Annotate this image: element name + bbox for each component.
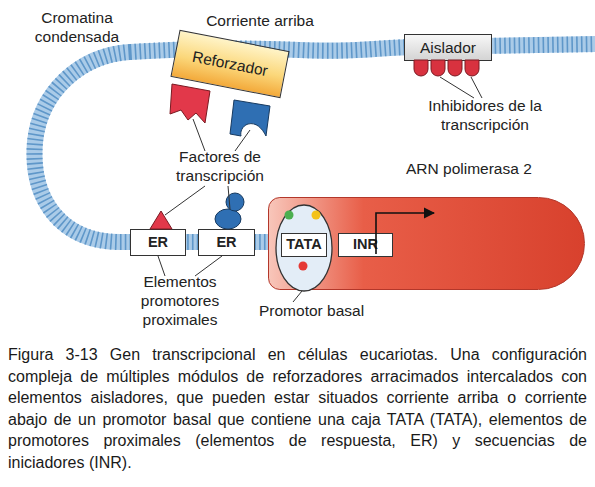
annotation-label: Cromatina condensada — [18, 8, 136, 46]
node-label: ER — [199, 230, 254, 255]
annotation-label: Factores de transcripción — [158, 147, 282, 185]
transcription-factor — [150, 211, 172, 229]
leader-line — [193, 119, 205, 151]
node-label: Promotor basal — [259, 302, 364, 321]
node-label: ER — [131, 230, 185, 255]
node-label: TATA — [282, 234, 326, 256]
tata-box: TATA — [281, 233, 327, 257]
factor-dot — [285, 211, 294, 220]
node-label: ARN polimerasa 2 — [406, 160, 532, 179]
leader-line — [293, 291, 302, 302]
node-label: Aislador — [405, 35, 491, 60]
transcription-factor — [170, 84, 210, 123]
node-label: INR — [339, 234, 392, 256]
leader-line — [195, 256, 222, 276]
polymerase-shape: ARN polimerasa 2Promotor basalTATAINR — [268, 197, 585, 290]
inhibitor-symbol — [414, 60, 428, 76]
factor-dot — [299, 262, 308, 271]
inhibitor-symbol — [431, 60, 445, 76]
transcription-factor — [215, 209, 241, 229]
transcription-arrow — [376, 213, 434, 254]
leader-line — [165, 186, 205, 215]
figure-caption: Figura 3-13 Gen transcripcional en célul… — [8, 344, 587, 473]
leader-line — [158, 256, 165, 276]
inhibitor-symbol — [448, 60, 462, 76]
basal-promoter-oval: Promotor basalTATA — [275, 204, 333, 292]
leader-line — [235, 130, 250, 151]
oval-outline — [276, 205, 332, 291]
annotation-label: Corriente arriba — [190, 11, 330, 30]
inhibitor-symbol — [465, 60, 479, 76]
leader-line — [440, 77, 474, 98]
annotation-label: Inhibidores de la transcripción — [405, 96, 565, 134]
leader-line — [228, 186, 230, 209]
enhancer-box: Reforzador — [170, 30, 289, 98]
node-label: Reforzador — [172, 31, 289, 97]
response-element-box: ER — [198, 229, 255, 256]
transcription-factor — [226, 193, 244, 211]
insulator-box: Aislador — [404, 34, 492, 61]
annotation-label: Elementos promotores proximales — [126, 272, 234, 329]
factor-dot — [312, 211, 321, 220]
transcription-factor — [230, 100, 270, 136]
leader-line — [471, 77, 482, 98]
response-element-box: ER — [130, 229, 186, 256]
initiator-box: INR — [338, 233, 393, 257]
